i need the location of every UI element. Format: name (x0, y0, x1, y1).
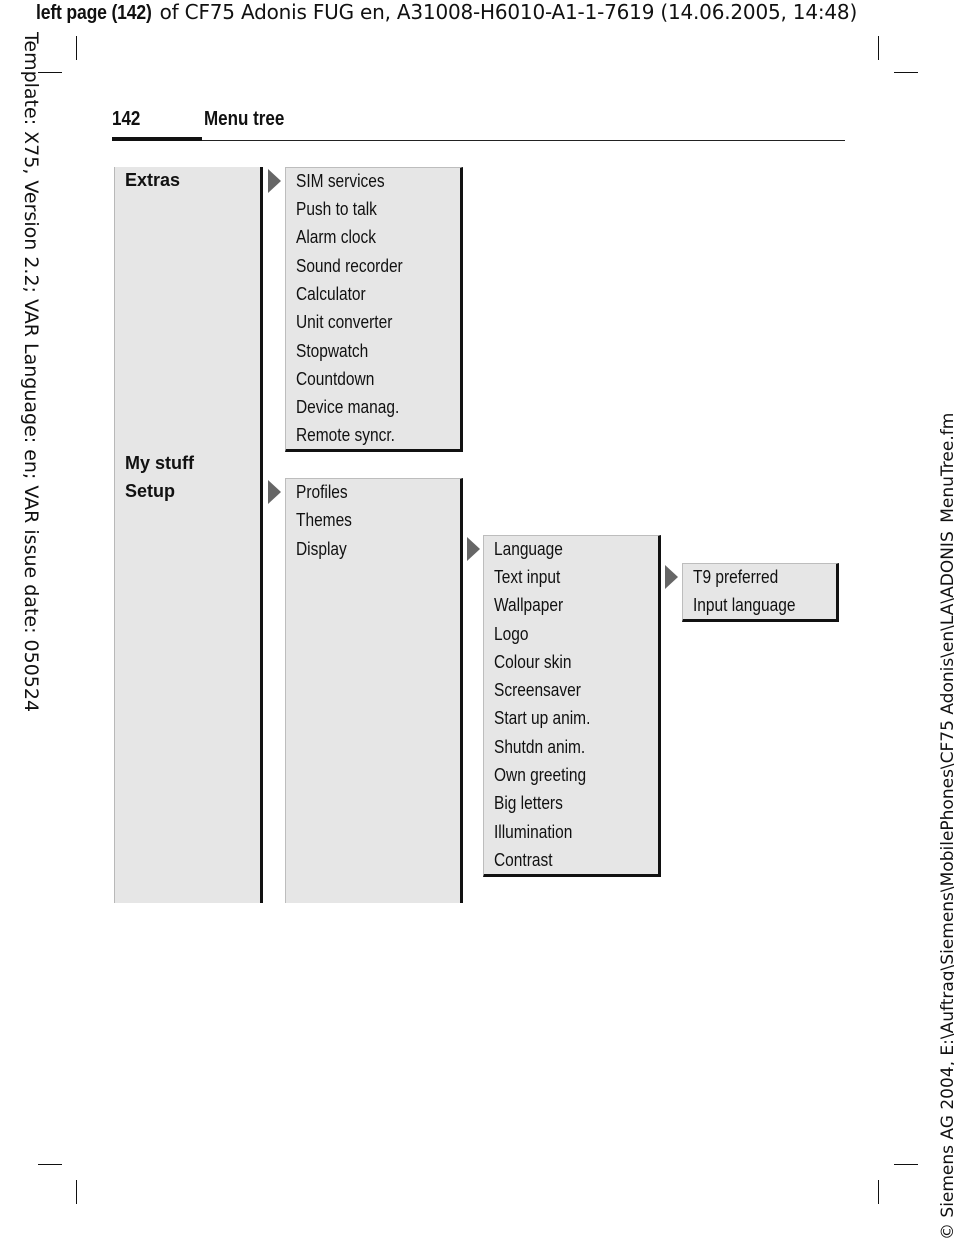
display-item: Colour skin (494, 652, 572, 672)
triangle-right-icon (467, 537, 480, 561)
text-input-submenu: T9 preferred Input language (682, 563, 839, 622)
display-submenu: Language Text input Wallpaper Logo Colou… (483, 535, 661, 877)
crop-mark (894, 72, 918, 73)
main-menu-divider (260, 167, 263, 903)
crop-mark (878, 36, 879, 60)
crop-mark (878, 1180, 879, 1204)
extras-submenu: SIM services Push to talk Alarm clock So… (285, 167, 463, 452)
text-input-item: Input language (693, 595, 796, 615)
crop-mark (76, 1180, 77, 1204)
display-item: Contrast (494, 850, 553, 870)
setup-item: Themes (296, 510, 352, 530)
main-menu-item-my-stuff: My stuff (125, 453, 194, 473)
extras-item: Remote syncr. (296, 425, 395, 445)
text-input-item: T9 preferred (693, 567, 779, 587)
main-menu-item-setup: Setup (125, 481, 176, 501)
header-rule-accent (112, 137, 202, 141)
extras-item: Alarm clock (296, 227, 376, 247)
main-menu-column: Extras My stuff Setup (114, 167, 261, 903)
header-doc-info: of CF75 Adonis FUG en, A31008-H6010-A1-1… (153, 0, 858, 24)
extras-item: Push to talk (296, 199, 377, 219)
template-info-vertical: Template: X75, Version 2.2; VAR Language… (20, 32, 42, 713)
crop-mark (894, 1164, 918, 1165)
triangle-right-icon (665, 565, 678, 589)
display-item: Language (494, 539, 563, 559)
display-item: Start up anim. (494, 708, 591, 728)
setup-submenu: Profiles Themes Display (285, 478, 463, 903)
display-item: Big letters (494, 793, 563, 813)
display-item: Illumination (494, 822, 573, 842)
document-header: left page (142) of CF75 Adonis FUG en, A… (36, 0, 857, 25)
extras-item: SIM services (296, 171, 385, 191)
crop-mark (38, 1164, 62, 1165)
triangle-right-icon (268, 169, 281, 193)
setup-item: Display (296, 539, 347, 559)
page-title: Menu tree (204, 108, 285, 130)
crop-mark (76, 36, 77, 60)
crop-mark (38, 72, 62, 73)
extras-item: Calculator (296, 284, 366, 304)
extras-item: Sound recorder (296, 256, 403, 276)
header-rule (112, 140, 845, 141)
copyright-path-vertical: © Siemens AG 2004, E:\Auftrag\Siemens\Mo… (938, 412, 954, 1240)
display-item: Screensaver (494, 680, 581, 700)
setup-item: Profiles (296, 482, 348, 502)
extras-item: Countdown (296, 369, 375, 389)
page-number: 142 (112, 108, 141, 130)
extras-item: Device manag. (296, 397, 400, 417)
display-item: Own greeting (494, 765, 587, 785)
display-item: Wallpaper (494, 595, 564, 615)
extras-item: Unit converter (296, 312, 393, 332)
extras-item: Stopwatch (296, 341, 369, 361)
header-page-ref: left page (142) (36, 2, 152, 24)
display-item: Text input (494, 567, 561, 587)
triangle-right-icon (268, 480, 281, 504)
display-item: Shutdn anim. (494, 737, 586, 757)
main-menu-item-extras: Extras (125, 170, 181, 190)
display-item: Logo (494, 624, 529, 644)
